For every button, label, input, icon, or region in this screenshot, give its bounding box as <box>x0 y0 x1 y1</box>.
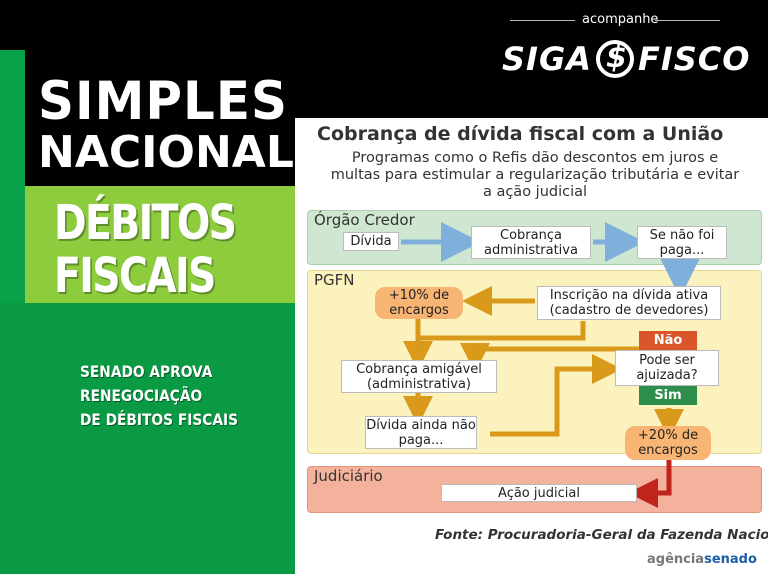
arrow-20-acao <box>628 458 672 508</box>
box-cobranca-amigavel: Cobrança amigável (administrativa) <box>341 360 497 393</box>
acompanhe-label: acompanhe <box>582 12 659 27</box>
headline-line-2: RENEGOCIAÇÃO <box>80 386 203 405</box>
infographic-subtitle: Programas como o Refis dão descontos em … <box>330 150 740 200</box>
section-label-orgao: Órgão Credor <box>314 211 415 229</box>
source-note: Fonte: Procuradoria-Geral da Fazenda Nac… <box>435 527 768 543</box>
section-label-pgfn: PGFN <box>314 271 355 289</box>
title-nacional: NACIONAL <box>38 127 294 178</box>
tag-nao: Não <box>639 331 697 350</box>
dollar-coin-icon <box>595 40 634 78</box>
subtitle-fiscais: FISCAIS <box>54 248 216 304</box>
section-label-judiciario: Judiciário <box>314 467 383 485</box>
box-divida-ainda-nao-paga: Dívida ainda não paga... <box>365 416 477 449</box>
box-inscricao-divida-ativa: Inscrição na dívida ativa (cadastro de d… <box>537 286 721 320</box>
brand-header: acompanhe SIGA FISCO <box>295 0 768 118</box>
left-title-panel <box>25 50 295 186</box>
arrow-divida-pode <box>490 354 622 437</box>
tag-sim: Sim <box>639 386 697 405</box>
box-se-nao-paga: Se não foi paga... <box>637 226 727 259</box>
box-mais-10-encargos: +10% de encargos <box>375 287 463 319</box>
headline-line-3: DE DÉBITOS FISCAIS <box>80 410 239 429</box>
subtitle-debitos: DÉBITOS <box>54 195 237 251</box>
infographic-title: Cobrança de dívida fiscal com a União <box>317 123 724 145</box>
left-headline-panel <box>0 303 295 574</box>
agencia-senado-logo[interactable]: agênciasenado <box>647 552 757 567</box>
box-mais-20-encargos: +20% de encargos <box>625 426 711 460</box>
left-green-strip <box>0 50 25 303</box>
divider-left <box>510 20 575 21</box>
box-divida: Dívida <box>343 232 399 251</box>
flow-arrows <box>401 222 700 508</box>
logo-fisco-text: FISCO <box>637 40 751 78</box>
title-simples: SIMPLES <box>38 70 289 132</box>
agency-text-1: agência <box>647 552 705 567</box>
box-pode-ser-ajuizada: Pode ser ajuizada? <box>615 350 719 386</box>
divider-right <box>655 20 720 21</box>
siga-fisco-logo[interactable]: SIGA FISCO <box>502 40 750 78</box>
box-cobranca-administrativa: Cobrança administrativa <box>471 226 591 259</box>
left-subtitle-panel <box>25 186 295 303</box>
infographic: Cobrança de dívida fiscal com a União Pr… <box>295 118 768 574</box>
box-acao-judicial: Ação judicial <box>441 484 637 502</box>
logo-siga-text: SIGA <box>502 40 592 78</box>
agency-text-2: senado <box>704 552 757 567</box>
headline-line-1: SENADO APROVA <box>80 362 213 381</box>
